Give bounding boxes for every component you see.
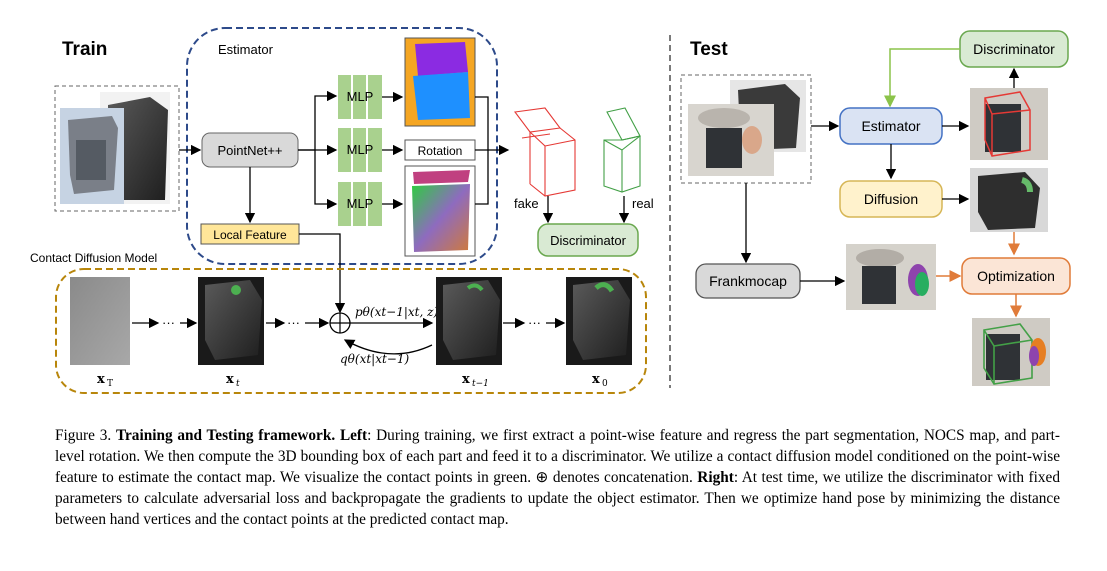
- svg-text:x: x: [97, 372, 105, 387]
- mlp-block-3: MLP: [338, 182, 382, 226]
- fake-bbox-wireframe: [513, 107, 576, 197]
- x0-label: x 0: [592, 372, 608, 389]
- estimator-region-label: Estimator: [218, 42, 274, 57]
- test-diffusion-label: Diffusion: [864, 191, 918, 207]
- figure-caption: Figure 3. Training and Testing framework…: [55, 425, 1060, 530]
- train-input-frame: [54, 85, 180, 212]
- test-estimator-label: Estimator: [861, 118, 920, 134]
- svg-text:x: x: [462, 372, 470, 387]
- train-discriminator-box: [537, 223, 639, 257]
- fake-label: fake: [514, 196, 539, 211]
- ellipsis-3: ···: [528, 315, 541, 330]
- caption-figure-label: Figure 3.: [55, 427, 112, 444]
- caption-left-label: Left: [339, 427, 368, 444]
- estimator-result-image: [970, 88, 1048, 160]
- caption-right-text: : At test time, we utilize the discrimin…: [55, 469, 1060, 528]
- pointnet-label: PointNet++: [217, 143, 282, 158]
- local-feature-label: Local Feature: [213, 228, 287, 242]
- caption-left-text: : During training, we first extract a po…: [55, 427, 1061, 486]
- svg-text:x: x: [226, 372, 234, 387]
- svg-text:t−1: t−1: [472, 379, 489, 389]
- ellipsis-1: ···: [162, 315, 175, 330]
- caption-bold-title: Training and Testing framework.: [115, 427, 336, 444]
- noise-image: [70, 277, 130, 365]
- framework-figure: Train Estimator PointNet++ MLP MLP MLP: [30, 27, 1071, 394]
- caption-left-text-2: denotes concatenation.: [548, 469, 698, 486]
- real-label: real: [632, 196, 654, 211]
- train-title: Train: [62, 39, 107, 60]
- contact-diffusion-region: [55, 268, 647, 394]
- frankmocap-label: Frankmocap: [709, 273, 787, 289]
- rotation-label: Rotation: [418, 144, 463, 158]
- xt-object-image: [198, 277, 264, 365]
- xT-label: x T: [97, 372, 113, 389]
- mlp-label-1: MLP: [347, 89, 374, 104]
- caption-right-label: Right: [697, 469, 734, 486]
- segmentation-output: [404, 37, 476, 127]
- estimator-region: [186, 27, 498, 265]
- xt-label: x t: [226, 372, 240, 389]
- diffusion-result-image: [970, 168, 1048, 232]
- mlp-label-3: MLP: [347, 196, 374, 211]
- ellipsis-2: ···: [287, 315, 300, 330]
- svg-text:x: x: [592, 372, 600, 387]
- mlp-block-2: MLP: [338, 128, 382, 172]
- nocs-output: [404, 165, 476, 257]
- concat-oplus-symbol: [329, 312, 351, 334]
- optimization-result-image: [972, 318, 1050, 386]
- svg-text:t: t: [236, 379, 240, 389]
- train-rgb-image: [60, 108, 124, 204]
- q-theta-formula: qθ(xt|xt−1): [340, 352, 410, 366]
- real-bbox-wireframe: [603, 107, 641, 193]
- xt-minus-1-label: x t−1: [462, 372, 489, 389]
- svg-text:0: 0: [602, 379, 608, 389]
- x0-object-image: [566, 277, 632, 365]
- svg-text:T: T: [107, 379, 113, 389]
- caption-oplus-symbol: ⊕: [535, 468, 549, 486]
- contact-diffusion-label: Contact Diffusion Model: [30, 251, 157, 265]
- mlp-label-2: MLP: [347, 142, 374, 157]
- p-theta-formula: pθ(xt−1|xt, z): [355, 305, 438, 319]
- test-discriminator-label: Discriminator: [973, 41, 1055, 57]
- optimization-label: Optimization: [977, 268, 1055, 284]
- xt-minus-1-object-image: [436, 277, 502, 365]
- frankmocap-hand-image: [846, 244, 936, 310]
- mlp-block-1: MLP: [338, 75, 382, 119]
- train-discriminator-label: Discriminator: [550, 233, 627, 248]
- test-rgb-image: [688, 104, 774, 176]
- test-title: Test: [690, 39, 728, 60]
